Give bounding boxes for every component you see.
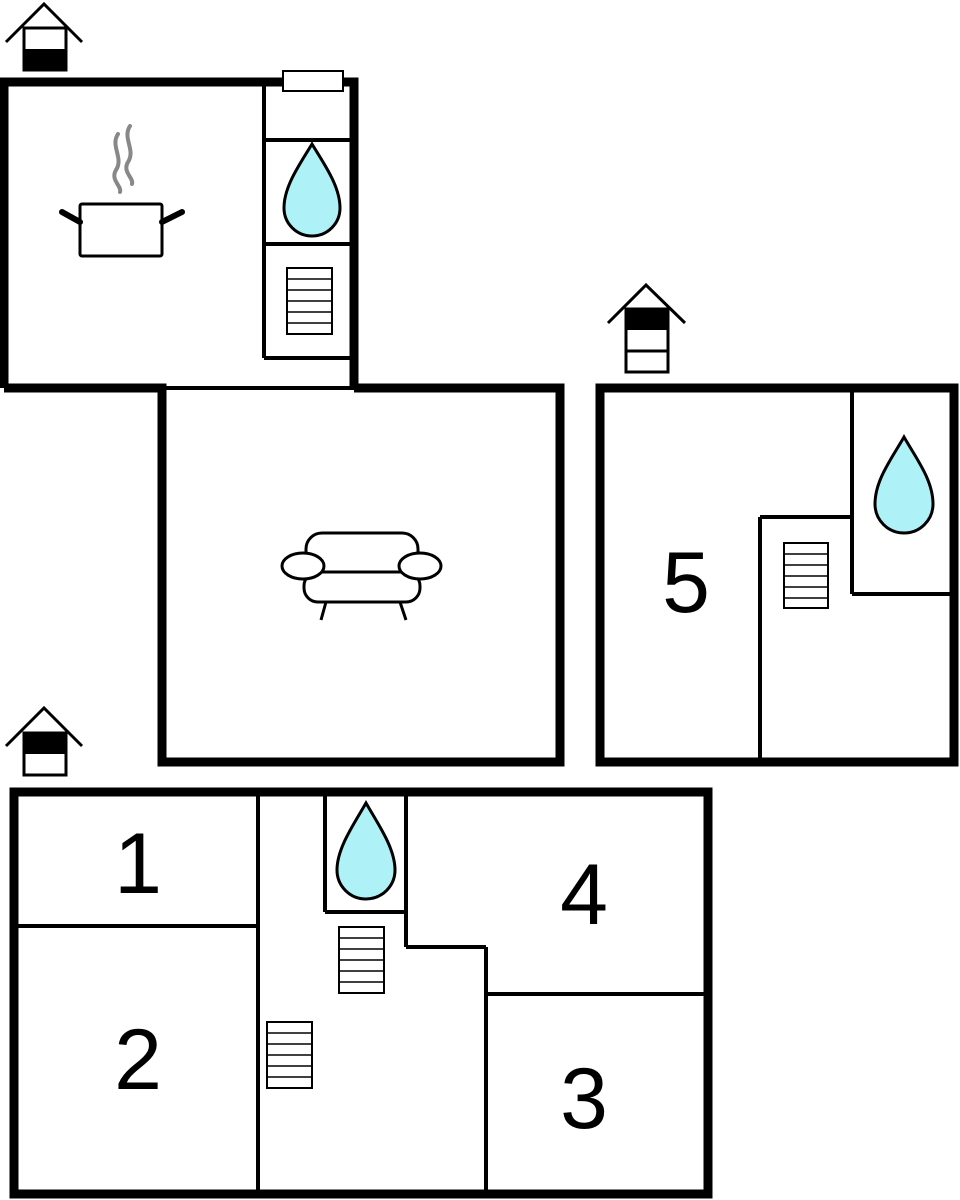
house-floor-indicator-icon <box>4 1 84 72</box>
radiator-icon <box>286 267 333 335</box>
window <box>282 70 344 92</box>
cooking-pot-icon <box>59 124 185 258</box>
room-3-label: 3 <box>560 1051 608 1147</box>
house-floor-indicator-icon <box>606 282 687 374</box>
lower-floor <box>9 787 713 1199</box>
radiator-icon <box>783 542 829 609</box>
house-floor-indicator-icon <box>4 705 84 777</box>
sofa-icon <box>280 531 443 621</box>
water-drop-icon <box>335 799 397 901</box>
room-1-label: 1 <box>114 816 162 912</box>
room-5-block <box>595 383 959 767</box>
living-room <box>4 383 565 767</box>
radiator-icon <box>266 1021 313 1089</box>
water-drop-icon <box>873 433 935 535</box>
water-drop-icon <box>282 141 342 238</box>
kitchen-room <box>0 70 359 388</box>
room-4-label: 4 <box>560 847 608 943</box>
room-5-label: 5 <box>662 535 710 631</box>
radiator-icon <box>338 926 385 994</box>
room-2-label: 2 <box>114 1012 162 1108</box>
